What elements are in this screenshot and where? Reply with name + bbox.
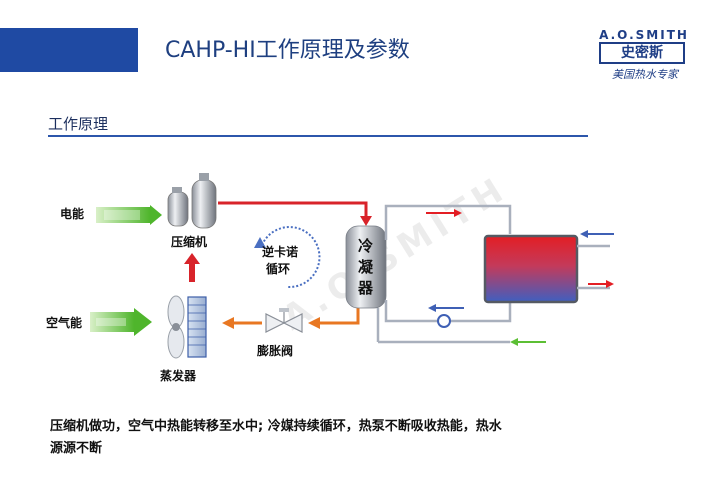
brand-name-cn: 史密斯: [599, 42, 685, 64]
brand-tagline: 美国热水专家: [612, 68, 678, 81]
electric-energy-arrow: [96, 205, 162, 225]
condenser-label-2: 凝: [358, 258, 374, 276]
title-accent-bar: [0, 28, 138, 72]
electric-energy-label: 电能: [60, 206, 84, 221]
brand-logo: A.O.SMITH 史密斯 美国热水专家: [585, 28, 703, 88]
return-water-flow-arrow: [428, 304, 464, 312]
fan-icon: [167, 295, 185, 359]
expansion-valve-label: 膨胀阀: [256, 343, 293, 358]
caption-line-2: 源源不断: [50, 441, 103, 456]
caption-line-1: 压缩机做功，空气中热能转移至水中; 冷媒持续循环，热泵不断吸收热能，热水: [50, 419, 502, 434]
condenser-label-3: 器: [357, 279, 374, 297]
slide-title: CAHP-HI工作原理及参数: [165, 38, 410, 63]
water-tank-icon: [483, 234, 610, 304]
watermark-text: A.O.SMITH: [275, 168, 515, 338]
cold-refrigerant-pipe: [222, 308, 360, 329]
reverse-cycle-label-1: 逆卡诺: [262, 244, 298, 259]
evaporator-to-compressor-arrow: [184, 253, 200, 282]
evaporator-coil-icon: [187, 296, 207, 358]
section-divider: [48, 135, 588, 137]
air-energy-arrow: [90, 308, 152, 336]
cold-water-inlet-arrow: [510, 338, 546, 346]
reverse-cycle-icon: [254, 226, 321, 289]
description-caption: 压缩机做功，空气中热能转移至水中; 冷媒持续循环，热泵不断吸收热能，热水 源源不…: [50, 416, 650, 460]
tank-hot-outlet-arrow: [588, 280, 614, 288]
reverse-cycle-label-2: 循环: [266, 261, 290, 276]
hot-water-flow-arrow: [426, 209, 462, 217]
expansion-valve-icon: [265, 308, 303, 333]
tank-cold-inlet-arrow: [580, 230, 614, 238]
section-heading: 工作原理: [48, 115, 109, 133]
compressor-label: 压缩机: [171, 234, 207, 249]
air-energy-label: 空气能: [46, 315, 82, 330]
compressor-icon: [167, 173, 217, 229]
circulation-pump-icon: [437, 314, 451, 328]
evaporator-label: 蒸发器: [160, 368, 197, 383]
condenser-icon: [345, 225, 387, 309]
brand-name: A.O.SMITH: [599, 28, 689, 42]
hot-refrigerant-pipe: [218, 201, 372, 226]
condenser-label-1: 冷: [358, 237, 373, 255]
